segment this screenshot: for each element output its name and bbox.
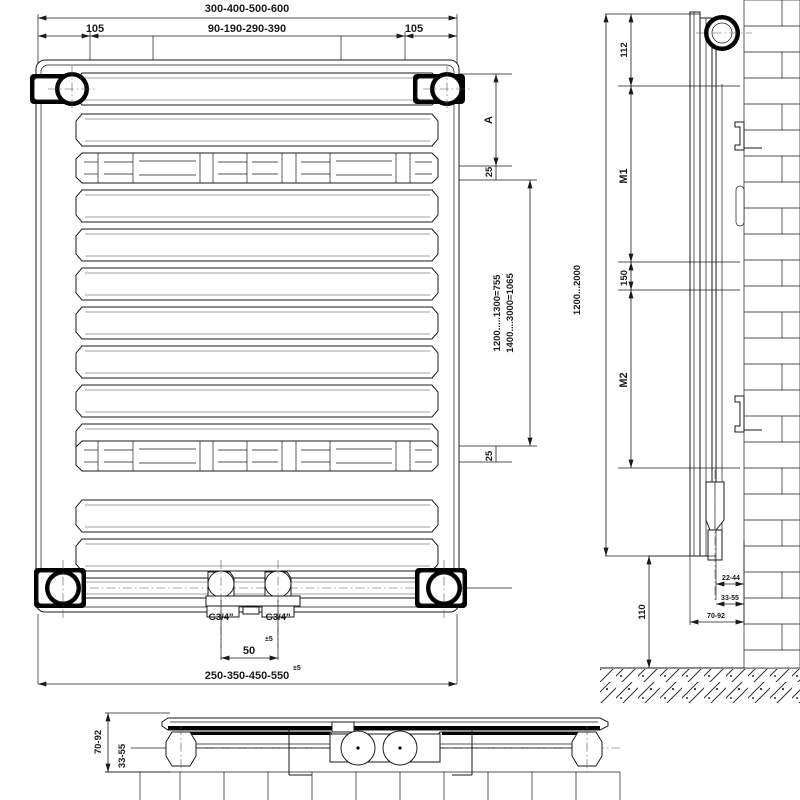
- front-view-group: 300-400-500-600 105 90-190-290-390 105: [30, 3, 537, 687]
- dim-total-height: 1200...2000: [572, 13, 609, 557]
- dim-height-ranges: 1200.....1300=755 1400....3000=1065: [492, 179, 533, 447]
- fin-row: [75, 384, 439, 418]
- thread-label-left: G3/4": [208, 612, 233, 623]
- wall-bracket-upper: [734, 121, 762, 151]
- radiator-side-profile: [689, 11, 762, 600]
- dim-overall-width-label: 300-400-500-600: [205, 3, 289, 15]
- dim-wall-gap: 22-44: [715, 575, 745, 587]
- dim-bracket-span-label: 90-190-290-390: [208, 23, 286, 35]
- fin-row: [75, 538, 439, 572]
- side-top-connector: [696, 15, 752, 51]
- dim-m1-label: M1: [618, 168, 630, 183]
- ground-hatch: [600, 667, 800, 703]
- bottom-center-connectors: [329, 721, 441, 766]
- bottom-grid: [105, 771, 621, 800]
- dim-top-to-bracket: 112: [619, 13, 634, 87]
- bottom-left-port: [34, 560, 86, 618]
- dim-floor-clearance: 110: [637, 555, 652, 669]
- connection-bosses: [205, 560, 301, 648]
- convector-row-lower: [75, 440, 439, 472]
- fin-row: [75, 228, 439, 262]
- fin-row: [75, 306, 439, 340]
- wall-bracket-lower: [734, 395, 762, 433]
- dim-a-label: A: [483, 116, 495, 124]
- side-view-group: 112 M1 150 M2 1200...2000: [572, 0, 800, 703]
- bottom-right-bulb: [571, 726, 603, 772]
- bottom-left-bulb: [165, 726, 197, 772]
- fin-row: [75, 267, 439, 301]
- dim-bracket-depth: 33-55: [715, 595, 745, 607]
- dim-connection-spacing-label: 50: [243, 645, 255, 657]
- tolerance-mark-50: ±5: [265, 636, 273, 643]
- brick-wall: [743, 0, 800, 669]
- side-bottom-connector: [705, 470, 725, 600]
- dim-top-to-bracket-label: 112: [619, 42, 630, 57]
- dim-a: A: [483, 73, 499, 167]
- dim-row-secondary: 105 90-190-290-390 105: [37, 23, 458, 39]
- dim-total-depth-label: 70-92: [707, 613, 725, 620]
- tolerance-mark-width: ±5: [293, 665, 301, 672]
- dim-top-offset-label: 25: [484, 166, 495, 177]
- dim-m1: M1: [618, 85, 634, 263]
- dim-connection-width-label: 250-350-450-550: [205, 670, 289, 682]
- dim-bottom-group: G3/4" G3/4" 50 ±5 250-350-450-550 ±5: [37, 600, 458, 687]
- dim-total-depth: 70-92: [689, 613, 745, 625]
- side-dim-vertical-group: 112 M1 150 M2 1200...2000: [572, 13, 740, 669]
- dim-bracket-gap-label: 150: [619, 270, 630, 286]
- bottom-top-plate: [161, 717, 609, 731]
- dim-m2-label: M2: [618, 372, 630, 387]
- top-right-port: [413, 66, 471, 112]
- dim-top-offset: 25: [484, 166, 497, 180]
- bottom-right-port: [415, 560, 467, 618]
- dim-left-inset-label: 105: [86, 23, 104, 35]
- bottom-header-assembly: [34, 560, 467, 648]
- dim-overall-width: 300-400-500-600: [37, 3, 458, 21]
- top-left-port: [30, 66, 96, 112]
- dim-right-inset-label: 105: [405, 23, 423, 35]
- fin-row-top: [75, 72, 439, 106]
- panel-slot: [735, 185, 745, 227]
- convector-row-upper: [75, 152, 439, 184]
- dim-bracket-gap: 150: [619, 261, 634, 291]
- fin-row: [75, 113, 439, 147]
- convector-slots: [84, 160, 432, 176]
- dim-bottom-offset: 25: [484, 446, 497, 462]
- bottom-section-view-group: 70-92 33-55: [93, 712, 621, 800]
- thread-label-right: G3/4": [265, 612, 290, 623]
- dim-m2: M2: [618, 289, 634, 469]
- dim-height-range-2-label: 1400....3000=1065: [505, 273, 516, 353]
- dim-bracket-depth-label: 33-55: [721, 595, 739, 602]
- bottom-panel-bodies: [130, 731, 620, 749]
- bottom-section-leaders: [288, 730, 473, 776]
- dim-bottom-panel-depth-label: 33-55: [117, 743, 128, 768]
- fin-row: [75, 499, 439, 533]
- dim-height-range-1-label: 1200.....1300=755: [492, 274, 503, 352]
- dim-total-height-label: 1200...2000: [572, 265, 583, 315]
- dim-bottom-offset-label: 25: [484, 450, 495, 461]
- dim-floor-clearance-label: 110: [637, 604, 648, 619]
- dim-bottom-overall-depth-label: 70-92: [93, 730, 104, 754]
- dim-right-vertical-group: A 25 25 1200.....1300=755 1400....3000=1…: [459, 73, 537, 589]
- dim-wall-gap-label: 22-44: [722, 575, 740, 582]
- fin-rows-group: [75, 113, 439, 572]
- side-dim-depth-group: 22-44 33-55 70-92: [689, 530, 745, 625]
- fin-row: [75, 345, 439, 379]
- fin-row: [75, 189, 439, 223]
